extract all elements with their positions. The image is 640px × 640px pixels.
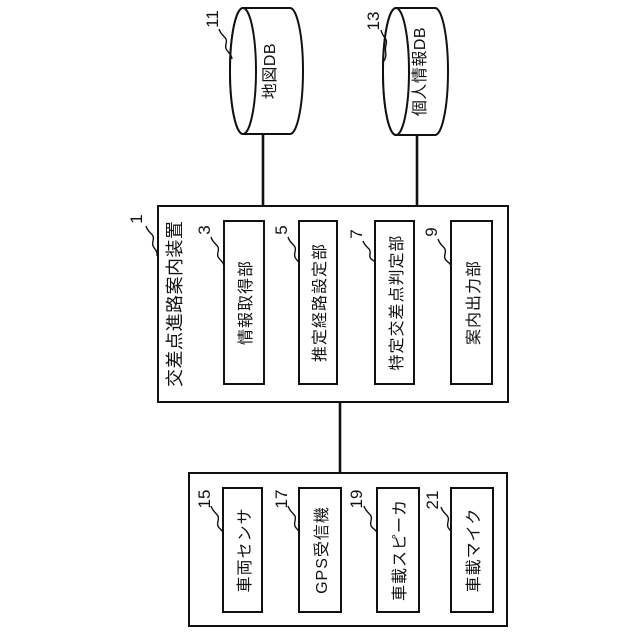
leader-ref-7 [362,240,377,264]
block-label: 特定交差点判定部 [388,234,406,371]
ref-number-13: 13 [364,11,383,31]
block-label: 車載スピーカ [392,499,409,602]
ref-number-17: 17 [272,489,291,509]
leader-ref-9 [437,238,452,267]
leader-ref-19 [363,505,378,534]
leader-ref-11 [218,28,233,60]
ref-number-7: 7 [347,229,366,239]
map-db-cylinder-icon [229,7,304,135]
block-label: 車載マイク [466,507,483,593]
block-label: 案内出力部 [465,260,483,346]
personal-db-cylinder-icon [382,7,449,136]
ref-number-11: 11 [203,10,222,28]
ref-number-5: 5 [272,225,291,235]
leader-ref-13 [380,29,388,62]
leader-ref-1 [145,225,158,257]
block-label: 情報取得部 [238,260,255,346]
block-information-acquisition: 情報取得部 [223,220,265,385]
block-label: 推定経路設定部 [312,243,329,363]
block-gps-receiver: GPS受信機 [298,487,342,613]
leader-ref-3 [210,236,225,267]
block-guidance-output: 案内出力部 [450,220,493,385]
ref-number-15: 15 [195,489,214,509]
personal-db-label: 個人情報DB [412,26,429,117]
ref-number-9: 9 [422,227,441,237]
block-label: GPS受信機 [314,506,331,594]
block-label: 車両センサ [236,507,254,593]
block-estimated-route-setting: 推定経路設定部 [298,220,338,385]
block-vehicle-sensor: 車両センサ [222,487,263,613]
main-device-title: 交差点進路案内装置 [165,220,185,388]
ref-number-1: 1 [127,214,146,224]
block-specific-intersection-determination: 特定交差点判定部 [374,220,415,385]
leader-ref-15 [210,505,224,534]
block-vehicle-microphone: 車載マイク [450,487,494,613]
ref-number-19: 19 [347,489,366,509]
leader-ref-17 [287,505,300,534]
map-db-label: 地図DB [262,42,279,100]
ref-number-3: 3 [195,225,214,235]
ref-number-21: 21 [423,490,442,510]
block-vehicle-speaker: 車載スピーカ [376,487,420,613]
